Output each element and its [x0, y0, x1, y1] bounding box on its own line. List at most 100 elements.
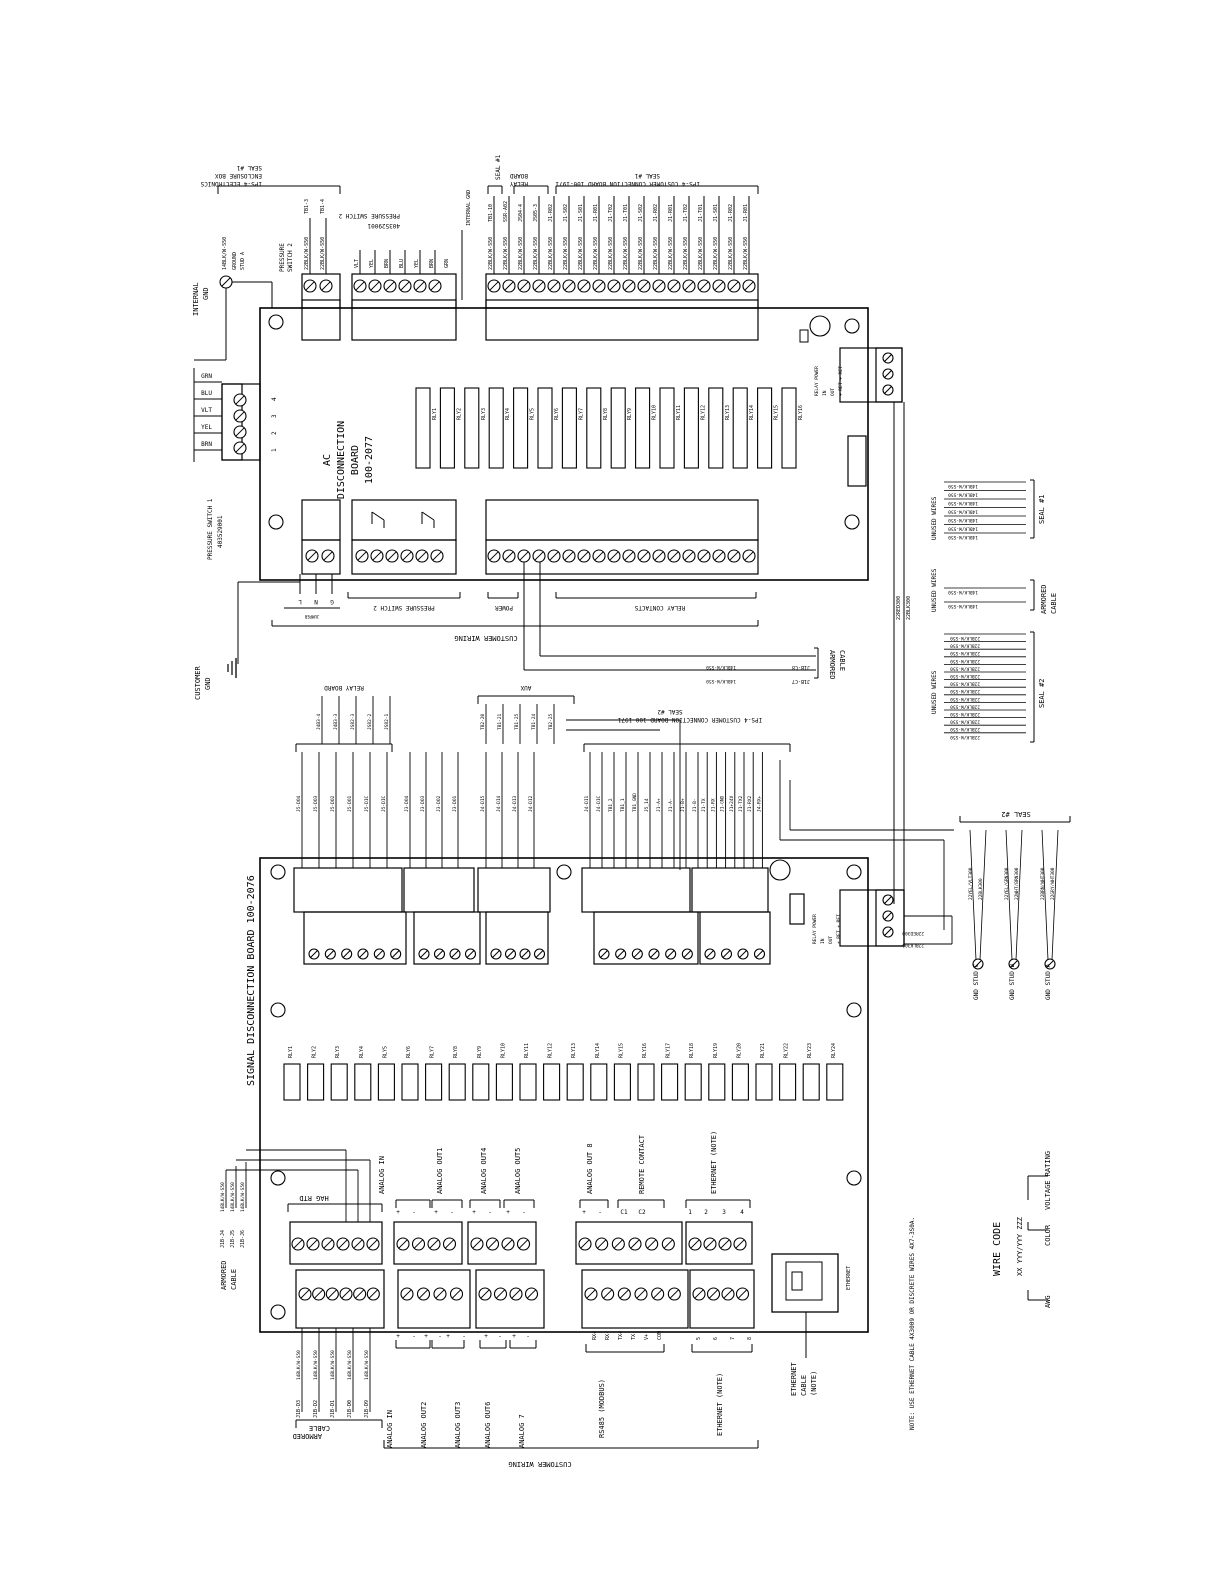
terminal-block-relay-contacts [485, 499, 759, 541]
terminal-block-rtd [289, 1221, 383, 1265]
wire-color-label: YEL [414, 259, 420, 268]
terminal-block-ps [301, 273, 341, 309]
signal-board-title: SIGNAL DISCONNECTION BOARD 100-2076 [246, 875, 257, 1086]
screw-slot [705, 1239, 715, 1249]
wire-label: 22BLK/W-S50 [668, 237, 674, 270]
ethernet-cable-label: (NOTE) [810, 1371, 818, 1396]
screw-terminal [681, 948, 693, 960]
screw-terminal [882, 926, 894, 938]
screw-terminal [321, 1237, 335, 1251]
wire-label: 22BLK/W-S50 [533, 237, 539, 270]
screw-slot [669, 551, 679, 561]
screw-terminal [682, 549, 696, 563]
wire-label: 22BLK/W-S50 [304, 237, 310, 270]
relay-label: RLY10 [652, 405, 658, 420]
wire-label: 22BLK/W-S50 [548, 237, 554, 270]
polarity-label: - [438, 1333, 442, 1340]
screw-slot [609, 551, 619, 561]
relay-label: RLY4 [505, 408, 511, 420]
internal-gnd-label: INTERNAL [192, 282, 200, 316]
wire-line [1005, 829, 1013, 961]
relay-icon [425, 1063, 443, 1101]
signal-label: J1-B- [692, 798, 698, 812]
wire-label: 14BLK/W-S50 [706, 664, 736, 670]
screw-slot [472, 1239, 482, 1249]
bracket-relay-contacts [555, 592, 757, 599]
polarity-label: - [522, 1209, 526, 1216]
ground-stud-slot [1010, 960, 1018, 968]
signal-label: J3-DO4 [404, 795, 410, 812]
polarity-label: + [396, 1333, 400, 1340]
screw-slot [739, 950, 747, 958]
bracket-seal2 [1030, 631, 1035, 743]
screw-slot [534, 551, 544, 561]
screw-slot [342, 950, 351, 958]
terminal-block-top [403, 867, 475, 913]
ac-board-title: AC [322, 454, 333, 466]
wire-line [1015, 829, 1023, 961]
screw-terminal [577, 279, 591, 293]
screw-terminal [433, 1287, 447, 1301]
screw-slot [630, 1239, 640, 1249]
screw-terminal [753, 948, 766, 960]
signal-label: J3-DO2 [436, 795, 442, 812]
armored-cable-label: ARMORED [220, 1260, 228, 1290]
screw-terminal [742, 279, 756, 293]
signal-label: TB1_GND [632, 793, 638, 812]
wire-label: 22BLK/W-S50 [578, 237, 584, 270]
relay-icon [659, 387, 675, 469]
screw-slot [722, 950, 731, 958]
io-label: ANALOG OUT6 [484, 1402, 492, 1448]
relay-icon [590, 1063, 608, 1101]
screw-slot [385, 281, 395, 291]
wire-label: 22BLK/W-S50 [593, 237, 599, 270]
armored-cable-label: CABLE [309, 1424, 330, 1432]
screw-slot [321, 281, 331, 291]
signal-label: J1-R01 [743, 204, 749, 222]
terminal-block-relay-body [485, 539, 759, 575]
signal-label: J1B-D0 [347, 1400, 353, 1418]
signal-label: J5-DO2 [330, 795, 336, 812]
polarity-label: 2 [704, 1209, 708, 1216]
relay-label: RLY3 [481, 408, 487, 420]
screw-slot [534, 281, 544, 291]
relay-label: RLY1 [432, 408, 438, 420]
screw-slot [511, 1289, 521, 1299]
screw-slot [519, 551, 529, 561]
relay-icon [781, 387, 797, 469]
signal-label: J5-DO3 [313, 795, 319, 812]
screw-terminal [577, 549, 591, 563]
relay-icon [519, 1063, 537, 1101]
relay-label: RLY13 [725, 405, 731, 420]
screw-terminal [592, 549, 606, 563]
relay-icon [683, 387, 699, 469]
bracket-io [579, 1199, 609, 1208]
group-label: RELAY CONTACTS [634, 604, 685, 611]
relay-icon [439, 387, 455, 469]
io-label: ETHERNET (NOTE) [716, 1373, 724, 1436]
relay-icon [755, 1063, 773, 1101]
relay-icon [377, 1063, 395, 1101]
screw-slot [413, 1239, 424, 1249]
signal-label: J1-R02 [653, 204, 659, 222]
customer-wiring-label: CUSTOMER WIRING [508, 1460, 571, 1468]
screw-terminal [703, 1237, 717, 1251]
terminal-block-io [575, 1221, 683, 1265]
signal-label: TB1-24 [531, 713, 537, 730]
polarity-label: + [446, 1333, 450, 1340]
relay-icon [495, 1063, 513, 1101]
screw-slot [654, 551, 664, 561]
screw-terminal [291, 1237, 305, 1251]
relay-label: RLY16 [798, 405, 804, 420]
wire-label: 22BLK/W-S50 [950, 673, 980, 679]
relay-icon [543, 1063, 561, 1101]
screw-terminal [493, 1287, 508, 1301]
rs485-pin: RX+ [592, 1331, 598, 1340]
relay-icon [613, 1063, 631, 1101]
screw-slot [518, 1239, 529, 1249]
screw-slot [639, 551, 649, 561]
relay-label: RLY9 [627, 408, 633, 420]
screw-terminal [385, 549, 399, 563]
screw-terminal [502, 549, 516, 563]
screw-slot [355, 1289, 365, 1299]
